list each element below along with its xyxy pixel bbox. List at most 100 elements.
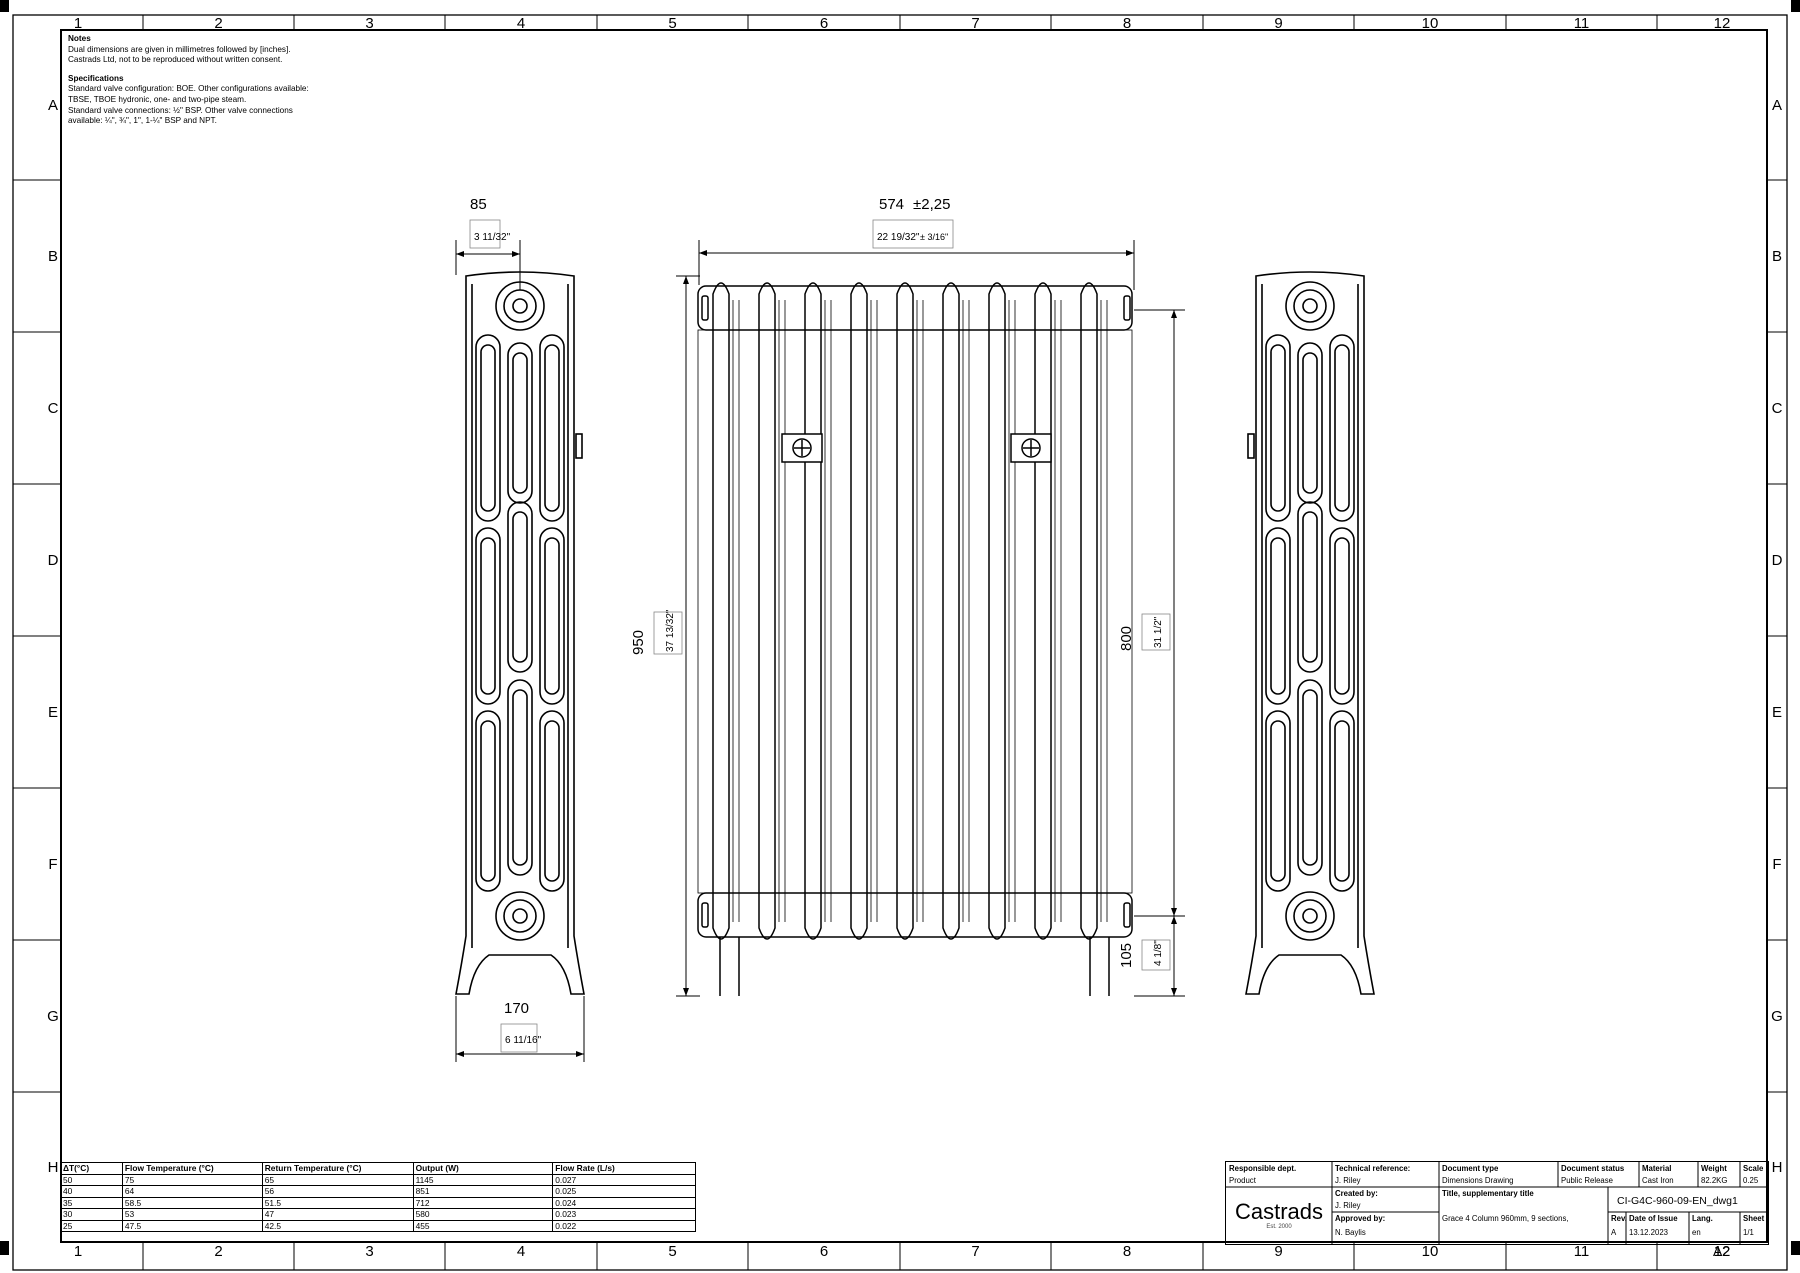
grid-row-label: B [1772,248,1782,265]
grid-column-label: 6 [820,15,828,32]
tech-ref-label: Technical reference: [1335,1164,1411,1173]
width-tol-in-label: ± 3/16" [920,232,948,242]
doc-type-value: Dimensions Drawing [1442,1176,1514,1185]
spec-line: Standard valve configuration: BOE. Other… [68,84,309,94]
grid-row-label: F [1772,856,1781,873]
dimension-arrowheads [456,250,1177,1057]
grid-column-label: 7 [971,15,979,32]
column-header: Flow Temperature (°C) [121,1162,263,1175]
table-cell: 580 [412,1208,554,1221]
floor-mm-label: 105 [1118,943,1135,968]
table-cell: 712 [412,1196,554,1209]
width-tol-label: ±2,25 [913,196,950,213]
grid-column-label: 12 [1714,1243,1731,1260]
left-side-view [455,271,585,995]
height-mm-label: 950 [630,630,647,655]
grid-row-label: H [1772,1159,1783,1176]
table-cell: 64 [121,1185,263,1198]
drawing-number: CI-G4C-960-09-EN_dwg1 [1617,1195,1738,1207]
table-cell: 47 [261,1208,414,1221]
right-view-column-slots [1265,334,1355,892]
grid-column-label: 9 [1274,1243,1282,1260]
table-cell: 455 [412,1219,554,1232]
left-view-column-slots [475,334,565,892]
grid-column-label: 7 [971,1243,979,1260]
table-cell: 35 [60,1196,123,1209]
table-cell: 25 [60,1219,123,1232]
grid-column-label: 11 [1574,15,1590,32]
table-cell: 30 [60,1208,123,1221]
grid-column-label: 5 [668,1243,676,1260]
material-label: Material [1642,1164,1672,1173]
grid-column-label: 4 [517,1243,525,1260]
grid-row-label: G [1771,1008,1783,1025]
title-block: Responsible dept. Product Technical refe… [1225,1161,1769,1245]
table-cell: 0.024 [552,1196,696,1209]
date-value: 13.12.2023 [1629,1228,1669,1237]
weight-label: Weight [1701,1164,1727,1173]
table-cell: 0.027 [552,1173,696,1186]
notes-line: Dual dimensions are given in millimetres… [68,44,291,54]
sheet-value: 1/1 [1743,1228,1754,1237]
table-cell: 51.5 [261,1196,414,1209]
grid-row-label: D [1772,552,1783,569]
grid-column-label: 10 [1422,15,1439,32]
column-header: Return Temperature (°C) [261,1162,414,1175]
performance-table: ΔT(°C) Flow Temperature (°C) Return Temp… [60,1162,696,1232]
grid-row-label: D [48,552,59,569]
centres-in-label: 31 1/2" [1153,616,1164,648]
front-view [697,282,1133,996]
grid-column-label: 1 [74,1243,82,1260]
table-cell: 47.5 [121,1219,263,1232]
approved-by-label: Approved by: [1335,1214,1386,1223]
grid-column-label: 1 [74,15,82,32]
grid-column-label: 12 [1714,15,1731,32]
table-cell: 56 [261,1185,414,1198]
logo-name: Castrads [1234,1199,1324,1224]
weight-value: 82.2KG [1701,1176,1728,1185]
responsible-dept-value: Product [1229,1176,1256,1185]
grid-column-label: 5 [668,15,676,32]
approved-by-value: N. Baylis [1335,1228,1366,1237]
grid-row-label: G [47,1008,59,1025]
grid-column-label: 4 [517,15,525,32]
logo-est: Est. 2000 [1266,1224,1292,1230]
dimension-lines [455,240,1185,1062]
doc-type-label: Document type [1442,1164,1499,1173]
tech-ref-value: J. Riley [1335,1176,1361,1185]
table-cell: 1145 [412,1173,554,1186]
foot-in-label: 6 11/16" [505,1035,542,1046]
rev-label: Rev. [1611,1214,1627,1223]
created-by-label: Created by: [1335,1189,1378,1198]
width-in-label: 22 19/32" [877,232,920,243]
grid-column-label: 6 [820,1243,828,1260]
grid-row-label: A [48,97,58,114]
grid-column-label: 8 [1123,15,1131,32]
radiator-section [850,282,878,940]
radiator-section [896,282,924,940]
grid-row-label: C [48,400,59,417]
table-cell: 65 [261,1173,414,1186]
table-cell: 53 [121,1208,263,1221]
grid-column-label: 10 [1422,1243,1439,1260]
grid-row-label: E [1772,704,1782,721]
column-header: Flow Rate (L/s) [552,1162,696,1175]
title-label: Title, supplementary title [1442,1189,1534,1198]
lang-value: en [1692,1228,1701,1237]
doc-status-label: Document status [1561,1164,1625,1173]
radiator-section [758,282,786,940]
scale-value: 0.25 [1743,1176,1759,1185]
responsible-dept-label: Responsible dept. [1229,1164,1297,1173]
depth-mm-label: 85 [470,196,487,213]
paper-size-label: A2 [1713,1243,1731,1259]
castrads-logo: Castrads Est. 2000 [1230,1199,1328,1231]
grid-column-label: 8 [1123,1243,1131,1260]
table-header-row: ΔT(°C) Flow Temperature (°C) Return Temp… [60,1162,696,1175]
title-block-grid [1226,1162,1768,1244]
created-by-value: J. Riley [1335,1201,1361,1210]
scale-label: Scale [1743,1164,1764,1173]
